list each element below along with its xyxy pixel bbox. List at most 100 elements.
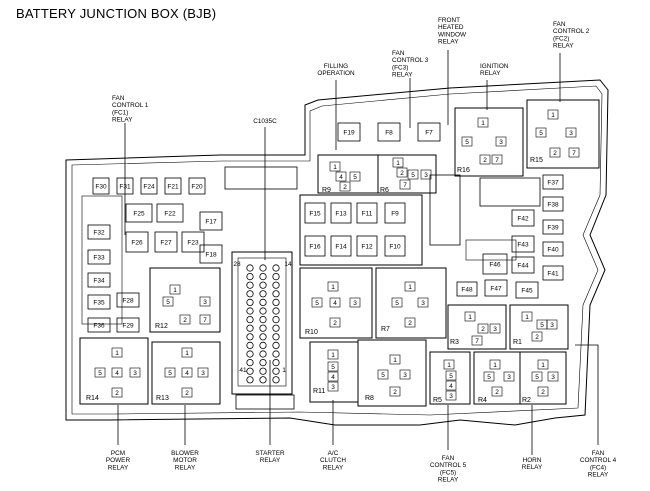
relay-r14 bbox=[79, 337, 149, 405]
connector-pin bbox=[259, 350, 267, 358]
callout-leader-fc4 bbox=[575, 344, 599, 445]
fuse-f26 bbox=[125, 231, 149, 253]
fuse-f8 bbox=[377, 122, 401, 142]
relay-terminal-label: 5 bbox=[465, 139, 469, 146]
relay-terminal bbox=[404, 317, 416, 328]
relay-terminal bbox=[181, 347, 193, 358]
relay-terminal bbox=[111, 367, 123, 378]
fuse-label-f9: F9 bbox=[391, 211, 399, 218]
relay-terminal-label: 3 bbox=[499, 139, 503, 146]
callout-fc4-line: RELAY bbox=[588, 472, 609, 479]
connector-pin bbox=[259, 341, 267, 349]
fuse-label-f18: F18 bbox=[205, 252, 217, 259]
relay-terminal bbox=[479, 154, 491, 165]
relay-terminal bbox=[568, 147, 580, 158]
relay-terminal bbox=[399, 179, 411, 190]
relay-terminal bbox=[94, 367, 106, 378]
callout-fc1-line: RELAY bbox=[112, 117, 133, 124]
relay-terminal bbox=[164, 367, 176, 378]
relay-terminal-label: 5 bbox=[535, 374, 539, 381]
relay-terminal-label: 1 bbox=[447, 362, 451, 369]
relay-r13 bbox=[151, 341, 221, 405]
relay-terminal bbox=[327, 361, 339, 372]
fuse-f22 bbox=[156, 203, 184, 223]
relay-terminal bbox=[377, 369, 389, 380]
fuse-f12 bbox=[356, 235, 378, 257]
relay-terminal bbox=[417, 297, 429, 308]
relay-terminal bbox=[547, 109, 559, 120]
connector-pin bbox=[272, 307, 280, 315]
relay-terminal-label: 1 bbox=[493, 362, 497, 369]
connector-pin bbox=[272, 290, 280, 298]
callout-fc5-line: (FC5) bbox=[440, 469, 456, 476]
fuse-label-f42: F42 bbox=[517, 216, 529, 223]
relay-terminal bbox=[311, 297, 323, 308]
relay-terminal-label: 4 bbox=[333, 300, 337, 307]
relay-terminal-label: 4 bbox=[185, 370, 189, 377]
relay-terminal bbox=[169, 284, 181, 295]
relay-terminal bbox=[392, 157, 404, 168]
c1035c-connector bbox=[231, 251, 293, 395]
relay-terminal bbox=[483, 371, 495, 382]
connector-pin bbox=[259, 315, 267, 324]
fuse-label-f19: F19 bbox=[343, 130, 355, 137]
connector-pin bbox=[259, 264, 267, 272]
relay-terminal bbox=[339, 181, 351, 192]
relay-terminal-label: 2 bbox=[400, 170, 404, 177]
fuse-f30 bbox=[92, 177, 110, 195]
relay-terminal bbox=[389, 354, 401, 365]
fuse-f39 bbox=[542, 219, 564, 235]
relay-terminal bbox=[547, 371, 559, 382]
callout-c1035c-line: C1035C bbox=[253, 118, 277, 125]
relay-label-r1: R1 bbox=[513, 339, 522, 346]
internal-block bbox=[479, 177, 541, 207]
fuse-f11 bbox=[356, 202, 378, 224]
relay-terminal-label: 3 bbox=[201, 370, 205, 377]
fuse-f48 bbox=[456, 281, 478, 297]
connector-pin bbox=[272, 376, 280, 384]
connector-pin bbox=[259, 290, 267, 298]
connector-pin bbox=[272, 272, 280, 281]
callout-fc2-line: (FC2) bbox=[553, 35, 569, 42]
connector-pin bbox=[259, 281, 267, 289]
callout-fc2-line: RELAY bbox=[553, 43, 574, 50]
callout-fhw-line: FRONT bbox=[438, 17, 460, 24]
relay-terminal-label: 3 bbox=[133, 370, 137, 377]
fuse-f32 bbox=[87, 224, 111, 240]
connector-pin bbox=[259, 376, 267, 384]
relay-terminal-label: 1 bbox=[333, 164, 337, 171]
callout-fc3-line: FAN bbox=[392, 50, 405, 57]
callout-starter-line: STARTER bbox=[255, 450, 285, 457]
connector-pin bbox=[246, 290, 254, 298]
relay-terminal bbox=[111, 387, 123, 398]
fuse-label-f28: F28 bbox=[122, 298, 134, 305]
relay-terminal-label: 1 bbox=[331, 284, 335, 291]
fuse-label-f33: F33 bbox=[93, 255, 105, 262]
fuse-label-f46: F46 bbox=[489, 262, 501, 269]
relay-terminal bbox=[181, 367, 193, 378]
relay-r1 bbox=[509, 304, 569, 350]
connector-pin bbox=[272, 358, 280, 367]
fuse-f45 bbox=[515, 281, 539, 299]
connector-pin bbox=[272, 264, 280, 272]
fuse-label-f7: F7 bbox=[425, 130, 433, 137]
relay-r10 bbox=[299, 267, 373, 339]
relay-terminal-label: 5 bbox=[487, 374, 491, 381]
relay-terminal-label: 5 bbox=[168, 370, 172, 377]
relay-label-r15: R15 bbox=[530, 157, 543, 164]
fuse-label-f34: F34 bbox=[93, 278, 105, 285]
relay-terminal bbox=[327, 349, 339, 360]
relay-terminal-label: 4 bbox=[449, 383, 453, 390]
relay-terminal-label: 2 bbox=[495, 389, 499, 396]
page-title: BATTERY JUNCTION BOX (BJB) bbox=[16, 6, 217, 21]
fuse-label-f38: F38 bbox=[547, 202, 559, 209]
relay-terminal-label: 1 bbox=[541, 362, 545, 369]
relay-label-r14: R14 bbox=[86, 395, 99, 402]
connector-pin bbox=[246, 376, 254, 384]
fuse-label-f16: F16 bbox=[309, 244, 321, 251]
fuse-label-f48: F48 bbox=[461, 287, 473, 294]
fuse-f42 bbox=[511, 209, 535, 227]
fuse-label-f45: F45 bbox=[521, 288, 533, 295]
fuse-f16 bbox=[304, 235, 326, 257]
callout-horn-line: RELAY bbox=[522, 464, 543, 471]
